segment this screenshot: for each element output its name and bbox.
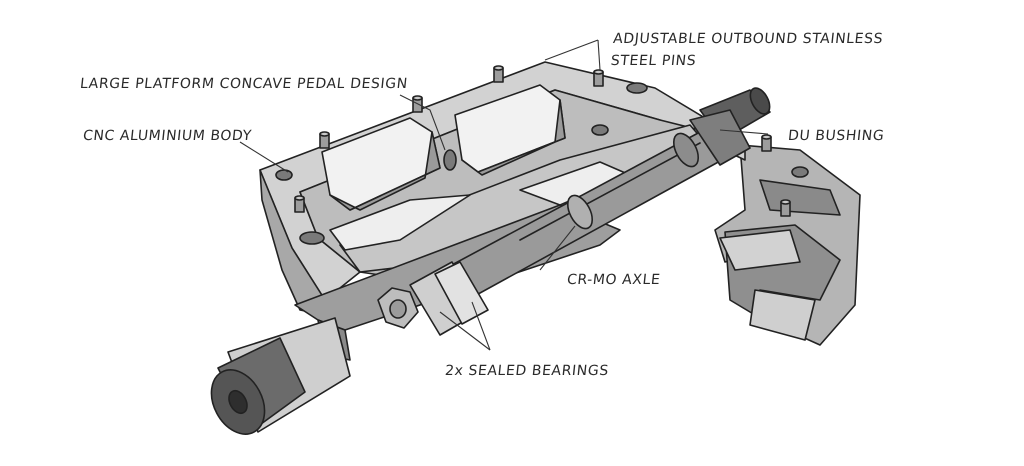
label-pins: ADJUSTABLE OUTBOUND STAINLESS STEEL PINS (610, 31, 884, 69)
leader-pins-2 (597, 39, 601, 71)
pin (294, 195, 305, 213)
du-bushing (689, 109, 751, 166)
leader-bushing (719, 129, 769, 135)
pin (412, 95, 423, 113)
leader-body (239, 141, 289, 173)
label-axle: CR-MO AXLE (566, 272, 662, 288)
pin-group (294, 65, 791, 217)
leader-pins-1 (544, 39, 599, 61)
pin (593, 69, 604, 87)
leader-platform (399, 94, 446, 151)
axle (419, 131, 723, 316)
pin (493, 65, 504, 83)
label-pins-line2: STEEL PINS (610, 53, 697, 69)
pin (761, 134, 772, 152)
leader-bearings-1 (439, 311, 491, 351)
label-pins-line1: ADJUSTABLE OUTBOUND STAINLESS (612, 31, 884, 47)
label-bushing: DU BUSHING (787, 128, 886, 144)
leader-lines (239, 39, 769, 351)
label-platform: LARGE PLATFORM CONCAVE PEDAL DESIGN (79, 76, 409, 92)
label-body: CNC ALUMINIUM BODY (82, 128, 253, 144)
leader-axle (539, 225, 576, 271)
pedal-right-end (714, 144, 861, 346)
axle-thread-left (210, 317, 351, 435)
pin (780, 199, 791, 217)
label-bearings: 2x SEALED BEARINGS (444, 363, 610, 379)
axle-nut (377, 287, 419, 329)
pin (319, 131, 330, 149)
leader-bearings-2 (471, 301, 491, 351)
